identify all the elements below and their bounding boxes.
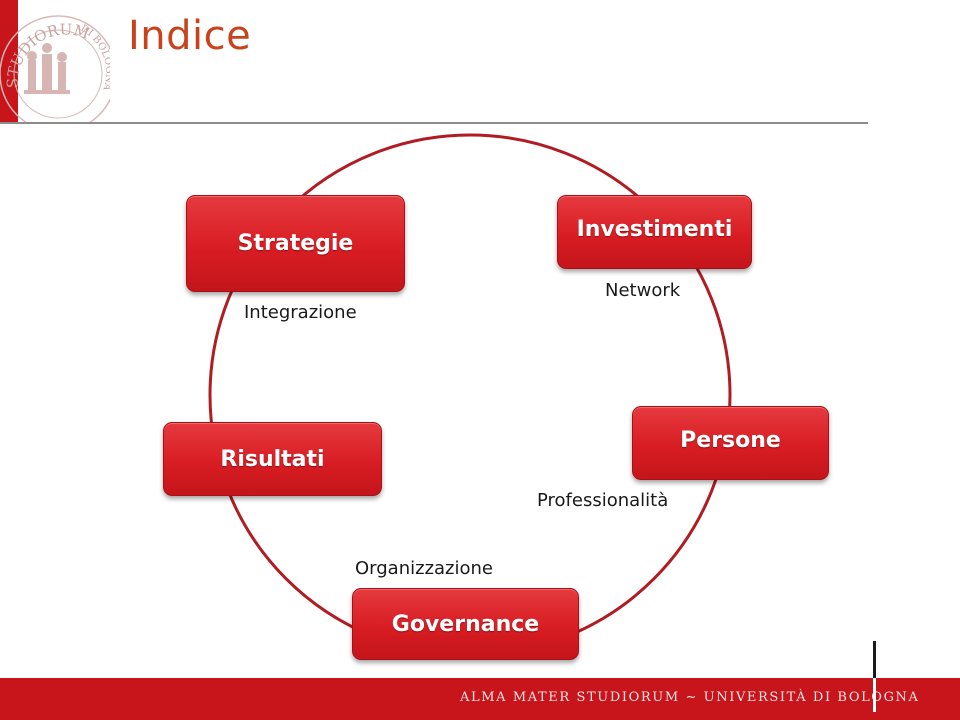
university-seal-icon: STUDIORUM DI BOLOGNA [0,15,110,124]
page-title: Indice [128,13,252,59]
edge-label-integrazione: Integrazione [244,302,357,323]
node-investimenti-label: Investimenti [576,216,733,242]
node-risultati[interactable]: Risultati [163,422,382,496]
node-persone[interactable]: Persone [632,406,829,480]
node-strategie[interactable]: Strategie [186,195,405,292]
footer-mark-upper [873,641,876,678]
edge-label-organizzazione: Organizzazione [355,558,493,579]
node-investimenti[interactable]: Investimenti [557,195,752,269]
university-logo: STUDIORUM DI BOLOGNA [0,0,110,124]
footer-mark-lower [873,678,876,712]
edge-label-network: Network [605,280,681,301]
edge-label-professionalita: Professionalità [537,490,669,511]
node-risultati-label: Risultati [220,446,325,472]
node-persone-label: Persone [680,427,781,453]
node-governance[interactable]: Governance [352,588,579,660]
logo-accent-bar [0,0,18,124]
node-governance-label: Governance [391,611,540,637]
footer-bar [0,678,960,720]
node-strategie-label: Strategie [237,231,354,256]
footer-university-name: ALMA MATER STUDIORUM ~ UNIVERSITÀ DI BOL… [460,690,920,705]
header-divider [0,122,868,124]
